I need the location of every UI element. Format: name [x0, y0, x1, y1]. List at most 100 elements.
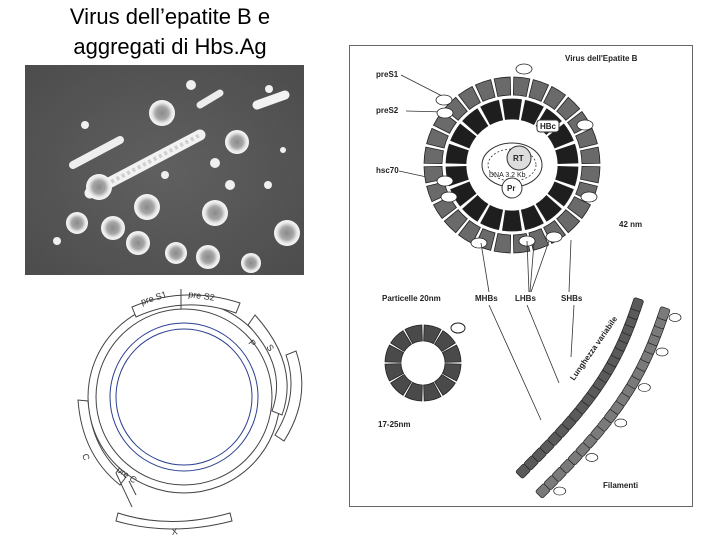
surface-protein — [470, 237, 488, 249]
envelope-segment — [556, 96, 581, 121]
surface-protein — [638, 383, 651, 392]
title-line-1: Virus dell’epatite B e — [69, 4, 271, 29]
surface-protein — [553, 486, 567, 496]
particle-segment — [390, 330, 412, 352]
surface-protein — [435, 94, 453, 106]
surface-protein — [450, 322, 466, 334]
capsid-segment — [502, 210, 522, 232]
surface-protein — [580, 191, 598, 203]
label-17-25nm: 17-25nm — [378, 420, 410, 429]
envelope-segment — [474, 79, 496, 102]
particle-segment — [434, 374, 456, 396]
capsid-segment — [502, 98, 522, 120]
c-band — [77, 399, 127, 486]
particle-segment — [441, 344, 462, 363]
envelope-segment — [423, 146, 444, 165]
label-particelle: Particelle 20nm — [382, 294, 441, 303]
genome-inner-circle-3 — [95, 308, 273, 486]
label-filamenti: Filamenti — [603, 481, 638, 490]
envelope-segment — [512, 76, 531, 97]
capsid-segment — [462, 195, 489, 222]
x-band — [115, 512, 233, 530]
filament-segment — [657, 306, 671, 321]
small-spheres — [53, 80, 286, 245]
envelope-segment — [426, 127, 449, 149]
particle-segment — [404, 324, 423, 345]
envelope-segment — [443, 209, 468, 234]
pre-s-band — [131, 294, 241, 318]
label-hbc: HBc — [540, 122, 557, 131]
hbv-virion — [423, 63, 601, 254]
label-c: C — [80, 452, 92, 462]
particle-segment — [434, 330, 456, 352]
label-mhbs: MHBs — [475, 294, 498, 303]
particle-segment — [423, 324, 442, 345]
envelope-segment — [580, 165, 601, 184]
capsid-segment — [535, 195, 562, 222]
label-x: X — [171, 526, 178, 535]
envelope-segment — [432, 110, 457, 134]
filament-segment — [630, 297, 644, 312]
envelope-segment — [567, 196, 592, 220]
capsid-segment — [480, 204, 504, 231]
surface-protein — [668, 313, 682, 322]
genome-inner-circle-2 — [109, 322, 259, 472]
capsid-segment — [445, 143, 469, 165]
surface-protein — [576, 119, 594, 131]
s-band — [247, 314, 288, 416]
envelope-segment — [457, 220, 481, 245]
surface-protein — [436, 175, 454, 187]
virus-diagram-title: Virus dell'Epatite B — [565, 54, 638, 63]
capsid-segment — [555, 143, 579, 165]
capsid-segment — [547, 123, 574, 149]
label-lhbs: LHBs — [515, 294, 536, 303]
dane-particles — [66, 100, 300, 273]
capsid-segment — [520, 204, 544, 231]
surface-protein — [585, 453, 599, 462]
envelope-segment — [493, 76, 512, 97]
hbsag-filament — [515, 297, 682, 499]
particle-segment — [441, 363, 462, 382]
label-s: S — [264, 342, 276, 353]
p-band — [274, 350, 303, 442]
surface-protein — [440, 191, 458, 203]
label-rt: RT — [513, 154, 524, 163]
envelope-segment — [457, 85, 481, 110]
particle-segment — [404, 381, 423, 402]
slide-title: Virus dell’epatite B e aggregati di Hbs.… — [30, 2, 310, 62]
title-line-2: aggregati di Hbs.Ag — [73, 34, 267, 59]
surface-protein — [614, 418, 628, 428]
genome-inner-circle-4 — [87, 300, 281, 494]
envelope-segment — [580, 146, 601, 165]
envelope-segment — [493, 233, 512, 254]
capsid-segment — [480, 99, 504, 126]
capsid-segment — [450, 181, 477, 207]
envelope-segment — [543, 85, 567, 110]
particle-segment — [384, 344, 405, 363]
envelope-segment — [556, 209, 581, 234]
particle-segment — [390, 374, 412, 396]
label-hsc70: hsc70 — [376, 166, 399, 175]
electron-micrograph — [25, 65, 304, 275]
genome-inner-circle-1 — [115, 328, 253, 466]
capsid-segment — [547, 181, 574, 207]
envelope-segment — [528, 79, 550, 102]
label-p: P — [247, 338, 258, 349]
surface-protein — [436, 107, 454, 119]
label-shbs: SHBs — [561, 294, 583, 303]
label-pr: Pr — [507, 184, 515, 193]
surface-protein — [545, 231, 563, 243]
hbsag-spherical-particle — [384, 322, 466, 402]
label-pre-s2: pre S2 — [188, 289, 216, 303]
label-pres2: preS2 — [376, 106, 399, 115]
surface-protein — [655, 347, 669, 357]
label-dna: DNA 3.2 Kb — [489, 172, 526, 179]
genome-map: pre S1 pre S2 P S C pre C X — [77, 289, 303, 535]
capsid-segment — [555, 165, 579, 187]
particle-segment — [384, 363, 405, 382]
virus-structure-diagram: Virus dell'Epatite B preS1 preS2 hsc70 4… — [349, 45, 693, 507]
label-pres1: preS1 — [376, 70, 399, 79]
particle-segment — [423, 381, 442, 402]
virion-core: HBc RT DNA 3.2 Kb Pr — [481, 119, 560, 199]
label-42nm: 42 nm — [619, 220, 642, 229]
